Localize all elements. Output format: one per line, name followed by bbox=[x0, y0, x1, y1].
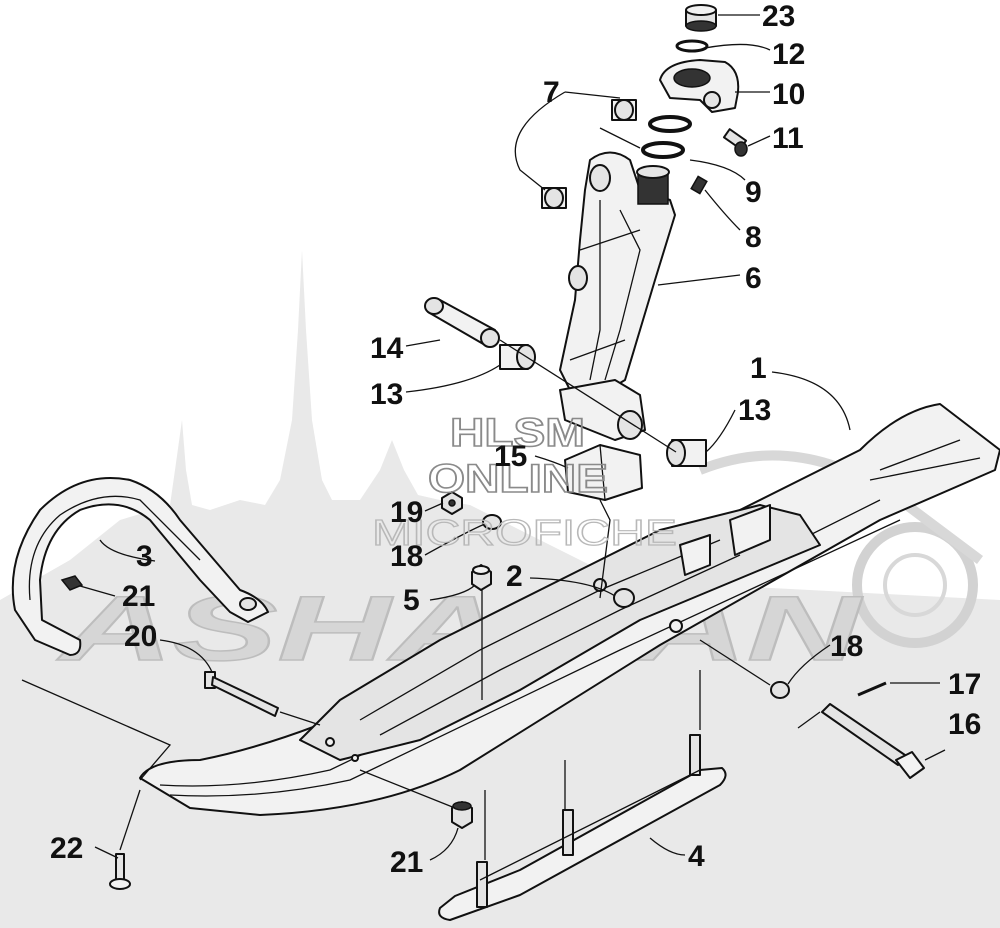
watermark-text: HLSM ONLINE MICROFICHE bbox=[371, 410, 677, 553]
callout-13-right: 13 bbox=[738, 394, 771, 427]
callout-8: 8 bbox=[745, 221, 762, 254]
sleeve-part-14 bbox=[424, 297, 500, 348]
cotter-pin-part-17 bbox=[857, 681, 887, 697]
watermark-line-2: ONLINE bbox=[428, 457, 608, 501]
bushing-part-13a bbox=[499, 344, 536, 370]
hardware bbox=[109, 491, 925, 890]
callout-3: 3 bbox=[136, 540, 153, 573]
callout-2: 2 bbox=[506, 560, 523, 593]
ski-loop-part-3 bbox=[11, 477, 269, 656]
leader-lines bbox=[21, 14, 946, 861]
skag-part-4 bbox=[438, 734, 727, 921]
callout-16: 16 bbox=[948, 708, 981, 741]
callout-18-right: 18 bbox=[830, 630, 863, 663]
nut-part-19 bbox=[441, 491, 463, 515]
lock-nut-part-5 bbox=[471, 564, 492, 591]
callout-22: 22 bbox=[50, 832, 83, 865]
steering-arm-stack bbox=[541, 4, 748, 209]
callout-15: 15 bbox=[494, 440, 527, 473]
callout-13-left: 13 bbox=[370, 378, 403, 411]
callout-14: 14 bbox=[370, 332, 404, 365]
callout-10: 10 bbox=[772, 78, 805, 111]
callout-9: 9 bbox=[745, 176, 762, 209]
callout-20: 20 bbox=[124, 620, 157, 653]
snap-ring-part-12 bbox=[675, 39, 709, 53]
callout-18-left: 18 bbox=[390, 540, 423, 573]
bump-stop-part-15 bbox=[564, 444, 643, 501]
callout-17: 17 bbox=[948, 668, 981, 701]
callout-5: 5 bbox=[403, 584, 420, 617]
callout-4: 4 bbox=[688, 840, 705, 873]
callout-21-top: 21 bbox=[122, 580, 155, 613]
bushing-part-7a bbox=[611, 99, 637, 121]
bolt-part-11 bbox=[722, 128, 748, 157]
washer-part-18a bbox=[482, 514, 502, 530]
washer-part-9a bbox=[648, 115, 692, 133]
bushing-part-7b bbox=[541, 187, 567, 209]
bolt-part-20 bbox=[204, 671, 279, 717]
watermark-line-3: MICROFICHE bbox=[372, 512, 677, 553]
callout-6: 6 bbox=[745, 262, 762, 295]
watermark-line-1: HLSM bbox=[450, 411, 585, 455]
cap-part-23 bbox=[685, 4, 717, 32]
callout-12: 12 bbox=[772, 38, 805, 71]
callout-1: 1 bbox=[750, 352, 767, 385]
bolt-part-22 bbox=[109, 853, 131, 890]
ski-part-1 bbox=[139, 403, 1000, 816]
nut-part-21b bbox=[451, 801, 473, 829]
washer-part-18b bbox=[770, 681, 790, 699]
steering-arm-part-10 bbox=[659, 59, 740, 113]
callout-21-bottom: 21 bbox=[390, 846, 423, 879]
set-screw-part-8 bbox=[690, 175, 708, 195]
washer-part-9b bbox=[641, 141, 685, 159]
callouts: 23 12 10 11 7 9 8 6 14 13 13 1 15 19 18 … bbox=[50, 0, 981, 879]
bolt-part-16 bbox=[821, 703, 925, 779]
pivot-parts bbox=[424, 297, 707, 608]
bushing-part-13b bbox=[666, 439, 707, 467]
spindle-part-6 bbox=[559, 151, 676, 441]
callout-7: 7 bbox=[543, 76, 560, 109]
callout-11: 11 bbox=[772, 122, 804, 155]
callout-23: 23 bbox=[762, 0, 795, 33]
bushing-part-2 bbox=[613, 588, 635, 608]
callout-19: 19 bbox=[390, 496, 423, 529]
